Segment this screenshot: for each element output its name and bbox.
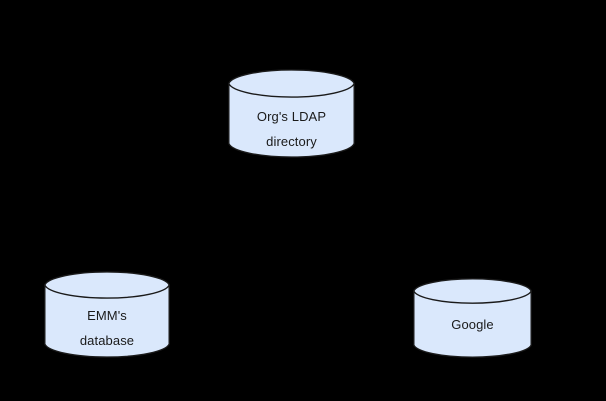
node-org-ldap-directory[interactable]: Org's LDAP directory [228, 68, 355, 159]
node-google[interactable]: Google [413, 277, 532, 359]
database-cylinder-icon [413, 278, 532, 358]
node-emm-database[interactable]: EMM's database [44, 270, 170, 359]
database-cylinder-icon [44, 271, 170, 358]
database-cylinder-icon [228, 69, 355, 158]
